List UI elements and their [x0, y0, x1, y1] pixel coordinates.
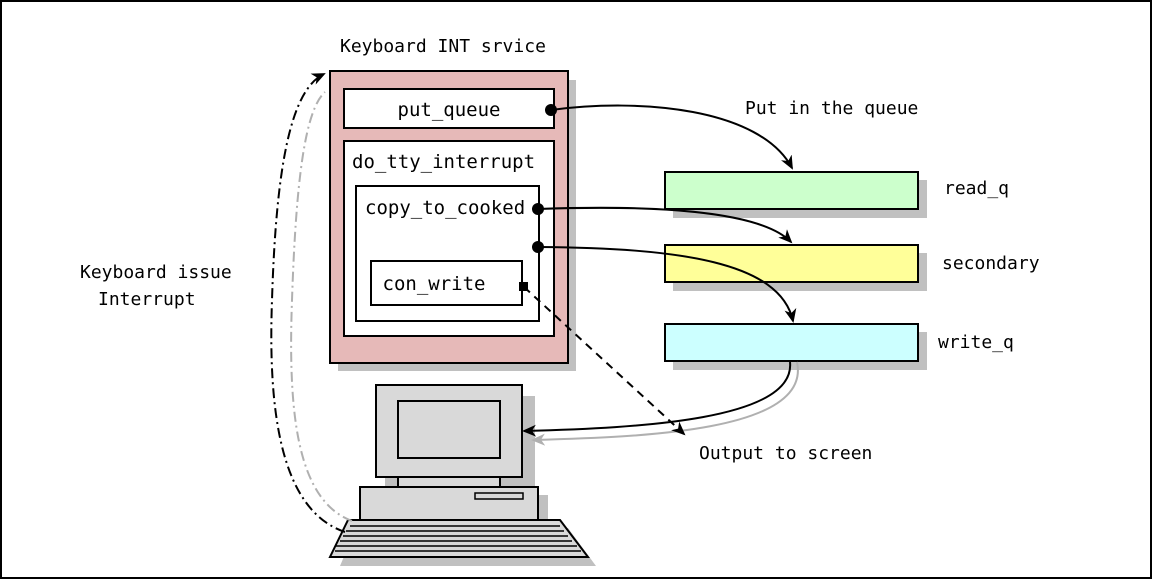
- keyboard-interrupt-echo-arrow: [290, 91, 353, 522]
- keyboard-body: [328, 519, 591, 558]
- put-queue-label: put_queue: [398, 99, 501, 121]
- copy-to-cooked-to-secondary-arrow: [537, 206, 793, 244]
- keyboard-interrupt-arrow: [270, 73, 346, 533]
- write-q-to-screen-arrow: [522, 361, 792, 437]
- keyboard-issue-label: Keyboard issue: [80, 262, 232, 283]
- interrupt-label: Interrupt: [98, 289, 196, 310]
- output-to-screen-label: Output to screen: [699, 443, 872, 464]
- do-tty-interrupt-label: do_tty_interrupt: [352, 151, 535, 173]
- queue-label: write_q: [938, 332, 1014, 353]
- write-q-to-screen-echo-arrow: [531, 361, 799, 446]
- base-unit: [359, 486, 539, 521]
- floppy-slot: [474, 492, 524, 500]
- monitor-stand: [397, 476, 501, 488]
- put-queue-to-read-q-arrow: [550, 104, 793, 170]
- service-title: Keyboard INT srvice: [340, 36, 546, 57]
- copy-to-cooked-to-write-q-arrow: [537, 246, 797, 323]
- copy-to-cooked-label: copy_to_cooked: [365, 197, 525, 219]
- queue-label: secondary: [942, 253, 1040, 274]
- queue-label: read_q: [944, 178, 1009, 199]
- con-write-box: [370, 260, 523, 306]
- put-queue-box: [343, 88, 555, 129]
- queue-bar: [664, 244, 919, 283]
- queue-write-q: write_q: [664, 323, 1014, 370]
- queue-secondary: secondary: [664, 244, 1040, 291]
- queue-bar: [664, 323, 919, 362]
- keyboard-keys: [335, 525, 581, 552]
- put-in-queue-label: Put in the queue: [745, 98, 918, 119]
- con-write-label: con_write: [383, 273, 486, 295]
- con-write-connector: [519, 282, 528, 291]
- computer-icon: [328, 384, 596, 566]
- queue-read-q: read_q: [664, 171, 1009, 218]
- monitor-screen: [397, 400, 501, 459]
- queue-bar: [664, 171, 919, 210]
